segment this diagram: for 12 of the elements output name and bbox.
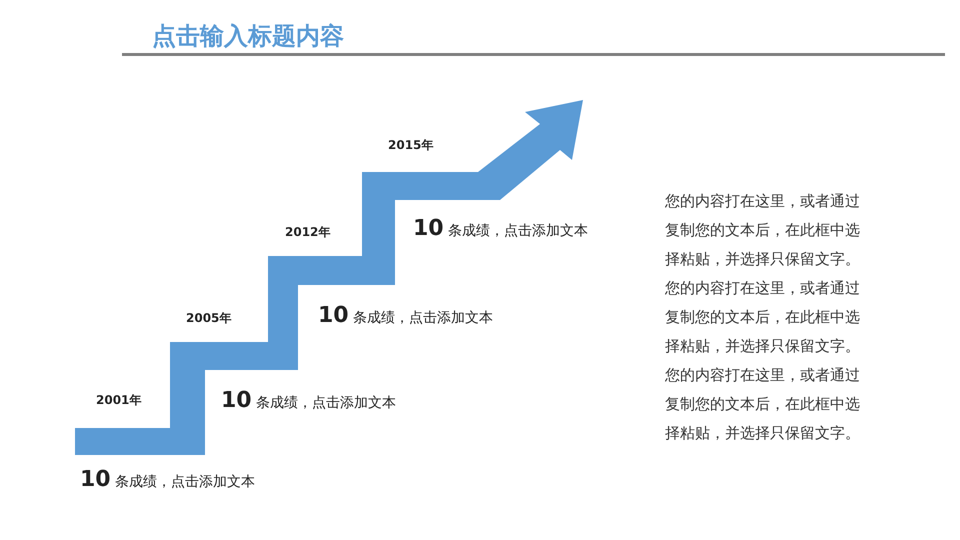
year-label: 2001年 — [96, 392, 142, 409]
slide-title: 点击输入标题内容 — [152, 21, 344, 52]
body-paragraph: 您的内容打在这里，或者通过复制您的文本后，在此框中选择粘贴，并选择只保留文字。 — [665, 191, 861, 270]
year-label: 2015年 — [388, 137, 434, 154]
year-label: 2005年 — [186, 310, 232, 327]
milestone-text: 10 条成绩，点击添加文本 — [221, 390, 396, 412]
body-paragraph: 您的内容打在这里，或者通过复制您的文本后，在此框中选择粘贴，并选择只保留文字。 — [665, 278, 861, 357]
body-paragraph: 您的内容打在这里，或者通过复制您的文本后，在此框中选择粘贴，并选择只保留文字。 — [665, 365, 861, 444]
milestone-text: 10 条成绩，点击添加文本 — [413, 218, 588, 240]
milestone-text: 10 条成绩，点击添加文本 — [80, 469, 256, 491]
milestone-text: 10 条成绩，点击添加文本 — [318, 305, 494, 327]
year-label: 2012年 — [285, 224, 330, 241]
